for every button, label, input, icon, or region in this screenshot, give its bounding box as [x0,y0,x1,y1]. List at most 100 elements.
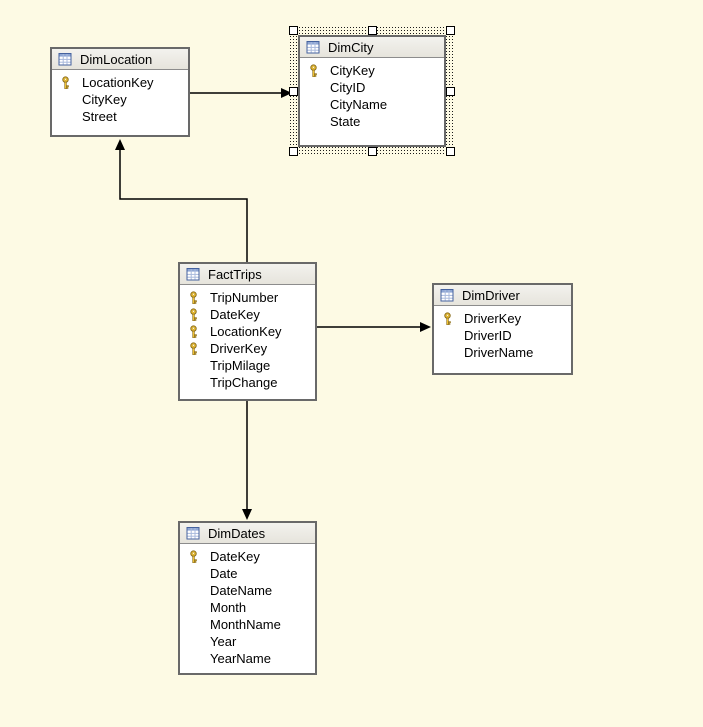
primary-key-icon [307,63,320,78]
primary-key-icon [307,81,320,95]
table-title: DimCity [328,39,374,55]
field-name: MonthName [210,617,281,632]
primary-key-icon [187,652,200,666]
primary-key-icon [441,329,454,343]
table-field-list: LocationKey CityKey Street [52,70,188,125]
table-field-list: DriverKey DriverID DriverName [434,306,571,361]
field-name: DateName [210,583,273,598]
relationship-dimlocation-to-dimcity[interactable] [190,88,292,98]
table-title: DimDriver [462,287,520,303]
table-icon [440,288,454,302]
table-field-row[interactable]: Date [180,565,315,582]
relationship-facttrips-to-dimdriver[interactable] [317,322,431,332]
arrowhead-icon [242,509,252,520]
primary-key-icon [187,359,200,373]
table-field-row[interactable]: CityKey [52,91,188,108]
table-field-row[interactable]: CityID [300,79,444,96]
table-field-row[interactable]: CityKey [300,62,444,79]
relationship-facttrips-to-dimdates[interactable] [242,401,252,520]
primary-key-icon [187,341,200,356]
field-name: Month [210,600,247,615]
field-name: CityID [330,80,366,95]
table-header[interactable]: FactTrips [180,264,315,285]
field-name: DriverKey [464,311,522,326]
field-name: DateKey [210,549,260,564]
selection-handle[interactable] [368,147,377,156]
arrowhead-icon [115,139,125,150]
primary-key-icon [307,115,320,129]
table-node-dimcity[interactable]: DimCity CityKey CityID [298,35,446,147]
arrowhead-icon [420,322,431,332]
field-name: State [330,114,361,129]
table-field-list: DateKey Date DateName [180,544,315,667]
field-name: TripChange [210,375,278,390]
table-field-list: CityKey CityID CityName [300,58,444,130]
table-field-row[interactable]: TripMilage [180,357,315,374]
selection-handle[interactable] [446,26,455,35]
table-field-row[interactable]: DriverName [434,344,571,361]
table-header[interactable]: DimDates [180,523,315,544]
relationship-facttrips-to-dimlocation[interactable] [115,139,248,262]
table-field-list: TripNumber DateKey LocationKey [180,285,315,391]
field-name: CityKey [330,63,375,78]
table-icon [306,40,320,54]
table-field-row[interactable]: State [300,113,444,130]
primary-key-icon [187,618,200,632]
field-name: DriverName [464,345,534,360]
primary-key-icon [307,98,320,112]
table-field-row[interactable]: DriverID [434,327,571,344]
table-field-row[interactable]: DateKey [180,548,315,565]
table-field-row[interactable]: DriverKey [180,340,315,357]
table-node-dimdriver[interactable]: DimDriver DriverKey DriverID [432,283,573,375]
selection-handle[interactable] [289,87,298,96]
selection-handle[interactable] [368,26,377,35]
table-header[interactable]: DimCity [300,37,444,58]
table-field-row[interactable]: DateKey [180,306,315,323]
field-name: Street [82,109,117,124]
primary-key-icon [441,346,454,360]
table-title: DimLocation [80,51,153,67]
table-icon [58,52,72,66]
table-field-row[interactable]: TripChange [180,374,315,391]
table-field-row[interactable]: Street [52,108,188,125]
table-field-row[interactable]: CityName [300,96,444,113]
field-name: Date [210,566,238,581]
primary-key-icon [187,635,200,649]
table-node-dimlocation[interactable]: DimLocation LocationKey CityKey [50,47,190,137]
primary-key-icon [187,307,200,322]
table-field-row[interactable]: YearName [180,650,315,667]
primary-key-icon [441,311,454,326]
field-name: TripNumber [210,290,279,305]
table-field-row[interactable]: Year [180,633,315,650]
table-field-row[interactable]: MonthName [180,616,315,633]
primary-key-icon [59,110,72,124]
field-name: CityName [330,97,388,112]
table-header[interactable]: DimDriver [434,285,571,306]
table-field-row[interactable]: LocationKey [52,74,188,91]
primary-key-icon [59,75,72,90]
field-name: Year [210,634,237,649]
selection-handle[interactable] [446,87,455,96]
field-name: YearName [210,651,271,666]
selection-handle[interactable] [446,147,455,156]
table-field-row[interactable]: DriverKey [434,310,571,327]
table-node-facttrips[interactable]: FactTrips TripNumber DateKey [178,262,317,401]
field-name: DateKey [210,307,260,322]
primary-key-icon [187,584,200,598]
table-field-row[interactable]: TripNumber [180,289,315,306]
primary-key-icon [187,549,200,564]
field-name: LocationKey [82,75,154,90]
table-title: DimDates [208,525,266,541]
primary-key-icon [187,290,200,305]
selection-handle[interactable] [289,26,298,35]
table-field-row[interactable]: Month [180,599,315,616]
table-node-dimdates[interactable]: DimDates DateKey Date [178,521,317,675]
table-header[interactable]: DimLocation [52,49,188,70]
primary-key-icon [187,376,200,390]
field-name: LocationKey [210,324,282,339]
field-name: TripMilage [210,358,271,373]
table-field-row[interactable]: DateName [180,582,315,599]
table-field-row[interactable]: LocationKey [180,323,315,340]
selection-handle[interactable] [289,147,298,156]
